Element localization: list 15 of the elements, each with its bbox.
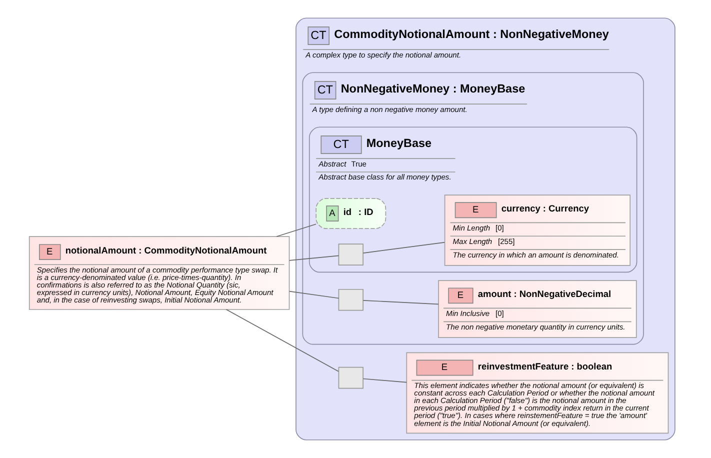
connector <box>362 242 446 254</box>
node-box <box>338 366 364 389</box>
node-box: E currency : Currency Min Length [0] Max Length [255] The currency in which an amount is denominated. <box>444 194 630 266</box>
node-box: E notionalAmount : CommodityNotionalAmount Specifies the notional amount of a commodity performance type swap. It is a currency-denominated value (i.e. price-times-quantity). In confirmations is also referred to as the Notional Quantity (sic, expressed in currency units), Notional Amount, Equity Notional Amount and, in the case of reinvesting swaps, Initial Notional Amount. <box>28 236 290 310</box>
connector <box>362 378 408 383</box>
node-box: A id : ID <box>316 198 386 229</box>
connector <box>362 300 439 305</box>
connector <box>289 255 340 261</box>
node-box <box>338 288 364 311</box>
node-box: E amount : NonNegativeDecimal Min Inclusive [0] The non negative monetary quantity in currency units. <box>438 280 637 338</box>
connector <box>276 224 316 237</box>
connector <box>226 309 339 372</box>
node-box <box>338 244 364 266</box>
node-box: E reinvestmentFeature : boolean This element indicates whether the notional amount (or equivalent) is constant across each Calculation Period or whether the notional amount in each Calculation Period ("false") is the notional amount in the previous period multiplied by 1 + commodity index return in the current period ("true"). In cases where reinstementFeature = true the 'amount' element is the Initial Notional Amount (or equivalent). <box>406 352 669 434</box>
connector <box>289 290 340 299</box>
